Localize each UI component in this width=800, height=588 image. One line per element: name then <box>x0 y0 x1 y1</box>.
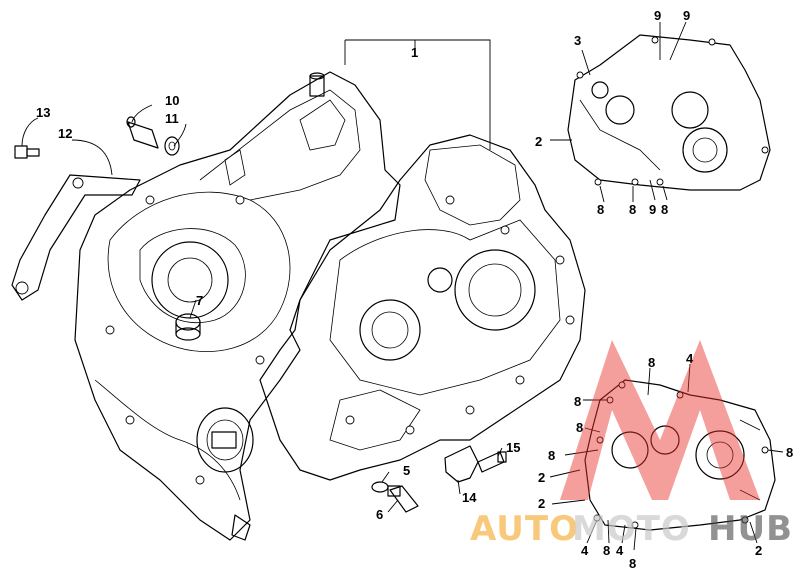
left-crankcase-half <box>74 71 401 541</box>
callout-14: 14 <box>462 490 477 505</box>
callout-2-upper: 2 <box>535 134 542 149</box>
bolt-15 <box>477 451 507 473</box>
output-flange <box>196 407 254 473</box>
callout-11: 11 <box>165 111 179 126</box>
callout-4-lr-bottom-b: 4 <box>616 543 624 558</box>
callout-8-ur-b: 8 <box>629 202 636 217</box>
crankcase-assembly <box>74 71 401 541</box>
callout-8-lr-top: 8 <box>648 355 655 370</box>
callout-labels: 1 13 12 10 11 7 5 6 14 15 3 9 9 2 8 8 9 … <box>36 8 793 571</box>
callout-12: 12 <box>58 126 72 141</box>
bolt-13 <box>14 145 40 159</box>
callout-8-lr-right: 8 <box>786 445 793 460</box>
callout-8-ur-c: 8 <box>661 202 668 217</box>
watermark-logo-mountain <box>560 340 760 500</box>
callout-8-lr-bottom-b: 8 <box>629 556 636 571</box>
plug-10 <box>126 116 159 149</box>
callout-10: 10 <box>165 93 179 108</box>
callout-4-lr-top: 4 <box>686 351 694 366</box>
callout-9-top-b: 9 <box>683 8 690 23</box>
callout-1: 1 <box>411 45 418 60</box>
callout-13: 13 <box>36 105 50 120</box>
callout-5: 5 <box>403 463 410 478</box>
callout-6: 6 <box>376 507 383 522</box>
right-crankcase-half-group <box>196 134 586 481</box>
watermark-text-hub: HUB <box>708 509 793 549</box>
watermark-text-auto: AUTO <box>470 509 579 549</box>
cover-14 <box>444 445 479 483</box>
callout-2-lr-a: 2 <box>538 470 545 485</box>
bracket-12 <box>11 174 141 301</box>
callout-8-lr-a: 8 <box>574 394 581 409</box>
callout-8-lr-c: 8 <box>548 448 555 463</box>
bearing-bore-large <box>454 249 536 331</box>
callout-15: 15 <box>506 440 520 455</box>
callout-9-bottom: 9 <box>649 202 656 217</box>
leader-lines <box>21 21 784 551</box>
crank-bore <box>151 241 229 319</box>
callout-2-lr-bottom: 2 <box>755 543 762 558</box>
washer-5 <box>371 481 389 493</box>
right-crankcase-half <box>259 134 586 481</box>
callout-8-ur-a: 8 <box>597 202 604 217</box>
inset-lower-right <box>584 379 776 531</box>
callout-2-lr-b: 2 <box>538 496 545 511</box>
callout-8-lr-b: 8 <box>576 420 583 435</box>
watermark: AUTO MOTO HUB <box>470 340 793 549</box>
callout-9-top-a: 9 <box>654 8 661 23</box>
watermark-text-moto: MOTO <box>572 509 691 549</box>
washer-11 <box>164 136 180 156</box>
callout-7: 7 <box>196 293 203 308</box>
callout-8-lr-bottom-a: 8 <box>603 543 610 558</box>
inset-upper-right <box>567 34 771 191</box>
callout-4-lr-bottom-a: 4 <box>581 543 589 558</box>
bolt-6 <box>387 485 419 513</box>
callout-3: 3 <box>574 33 581 48</box>
